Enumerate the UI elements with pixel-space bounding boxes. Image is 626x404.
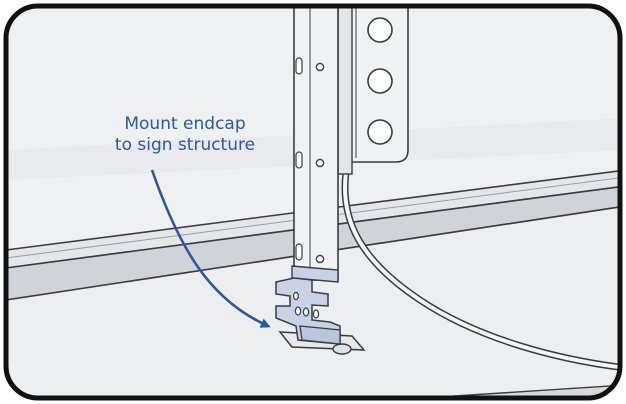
- plate-hole-2: [367, 68, 393, 94]
- cable-inner: [343, 170, 620, 370]
- post-bolt-1: [315, 62, 325, 72]
- base-bolt: [332, 343, 352, 355]
- endcap-hole-3: [312, 309, 320, 319]
- endcap-lower: [299, 325, 341, 345]
- post-slot-2: [295, 151, 303, 169]
- endcap-hole-1: [294, 306, 302, 316]
- post-bolt-3: [315, 254, 325, 264]
- plate-hole-3: [367, 119, 393, 145]
- side-channel: [337, 6, 353, 175]
- post-slot-3: [295, 243, 303, 261]
- callout-line-2: to sign structure: [114, 135, 256, 155]
- frame-border: [3, 3, 623, 401]
- vertical-post: [293, 6, 339, 281]
- curved-arrow-icon: [150, 169, 271, 328]
- plate-hole-1: [367, 17, 393, 43]
- endcap-hole-2: [302, 307, 310, 317]
- endcap-hole-4: [293, 291, 300, 301]
- callout-label: Mount endcap to sign structure: [60, 114, 310, 156]
- post-bolt-2: [315, 158, 325, 168]
- endcap-collar: [291, 265, 339, 283]
- callout-line-1: Mount endcap: [124, 114, 246, 134]
- post-slot-1: [295, 57, 303, 75]
